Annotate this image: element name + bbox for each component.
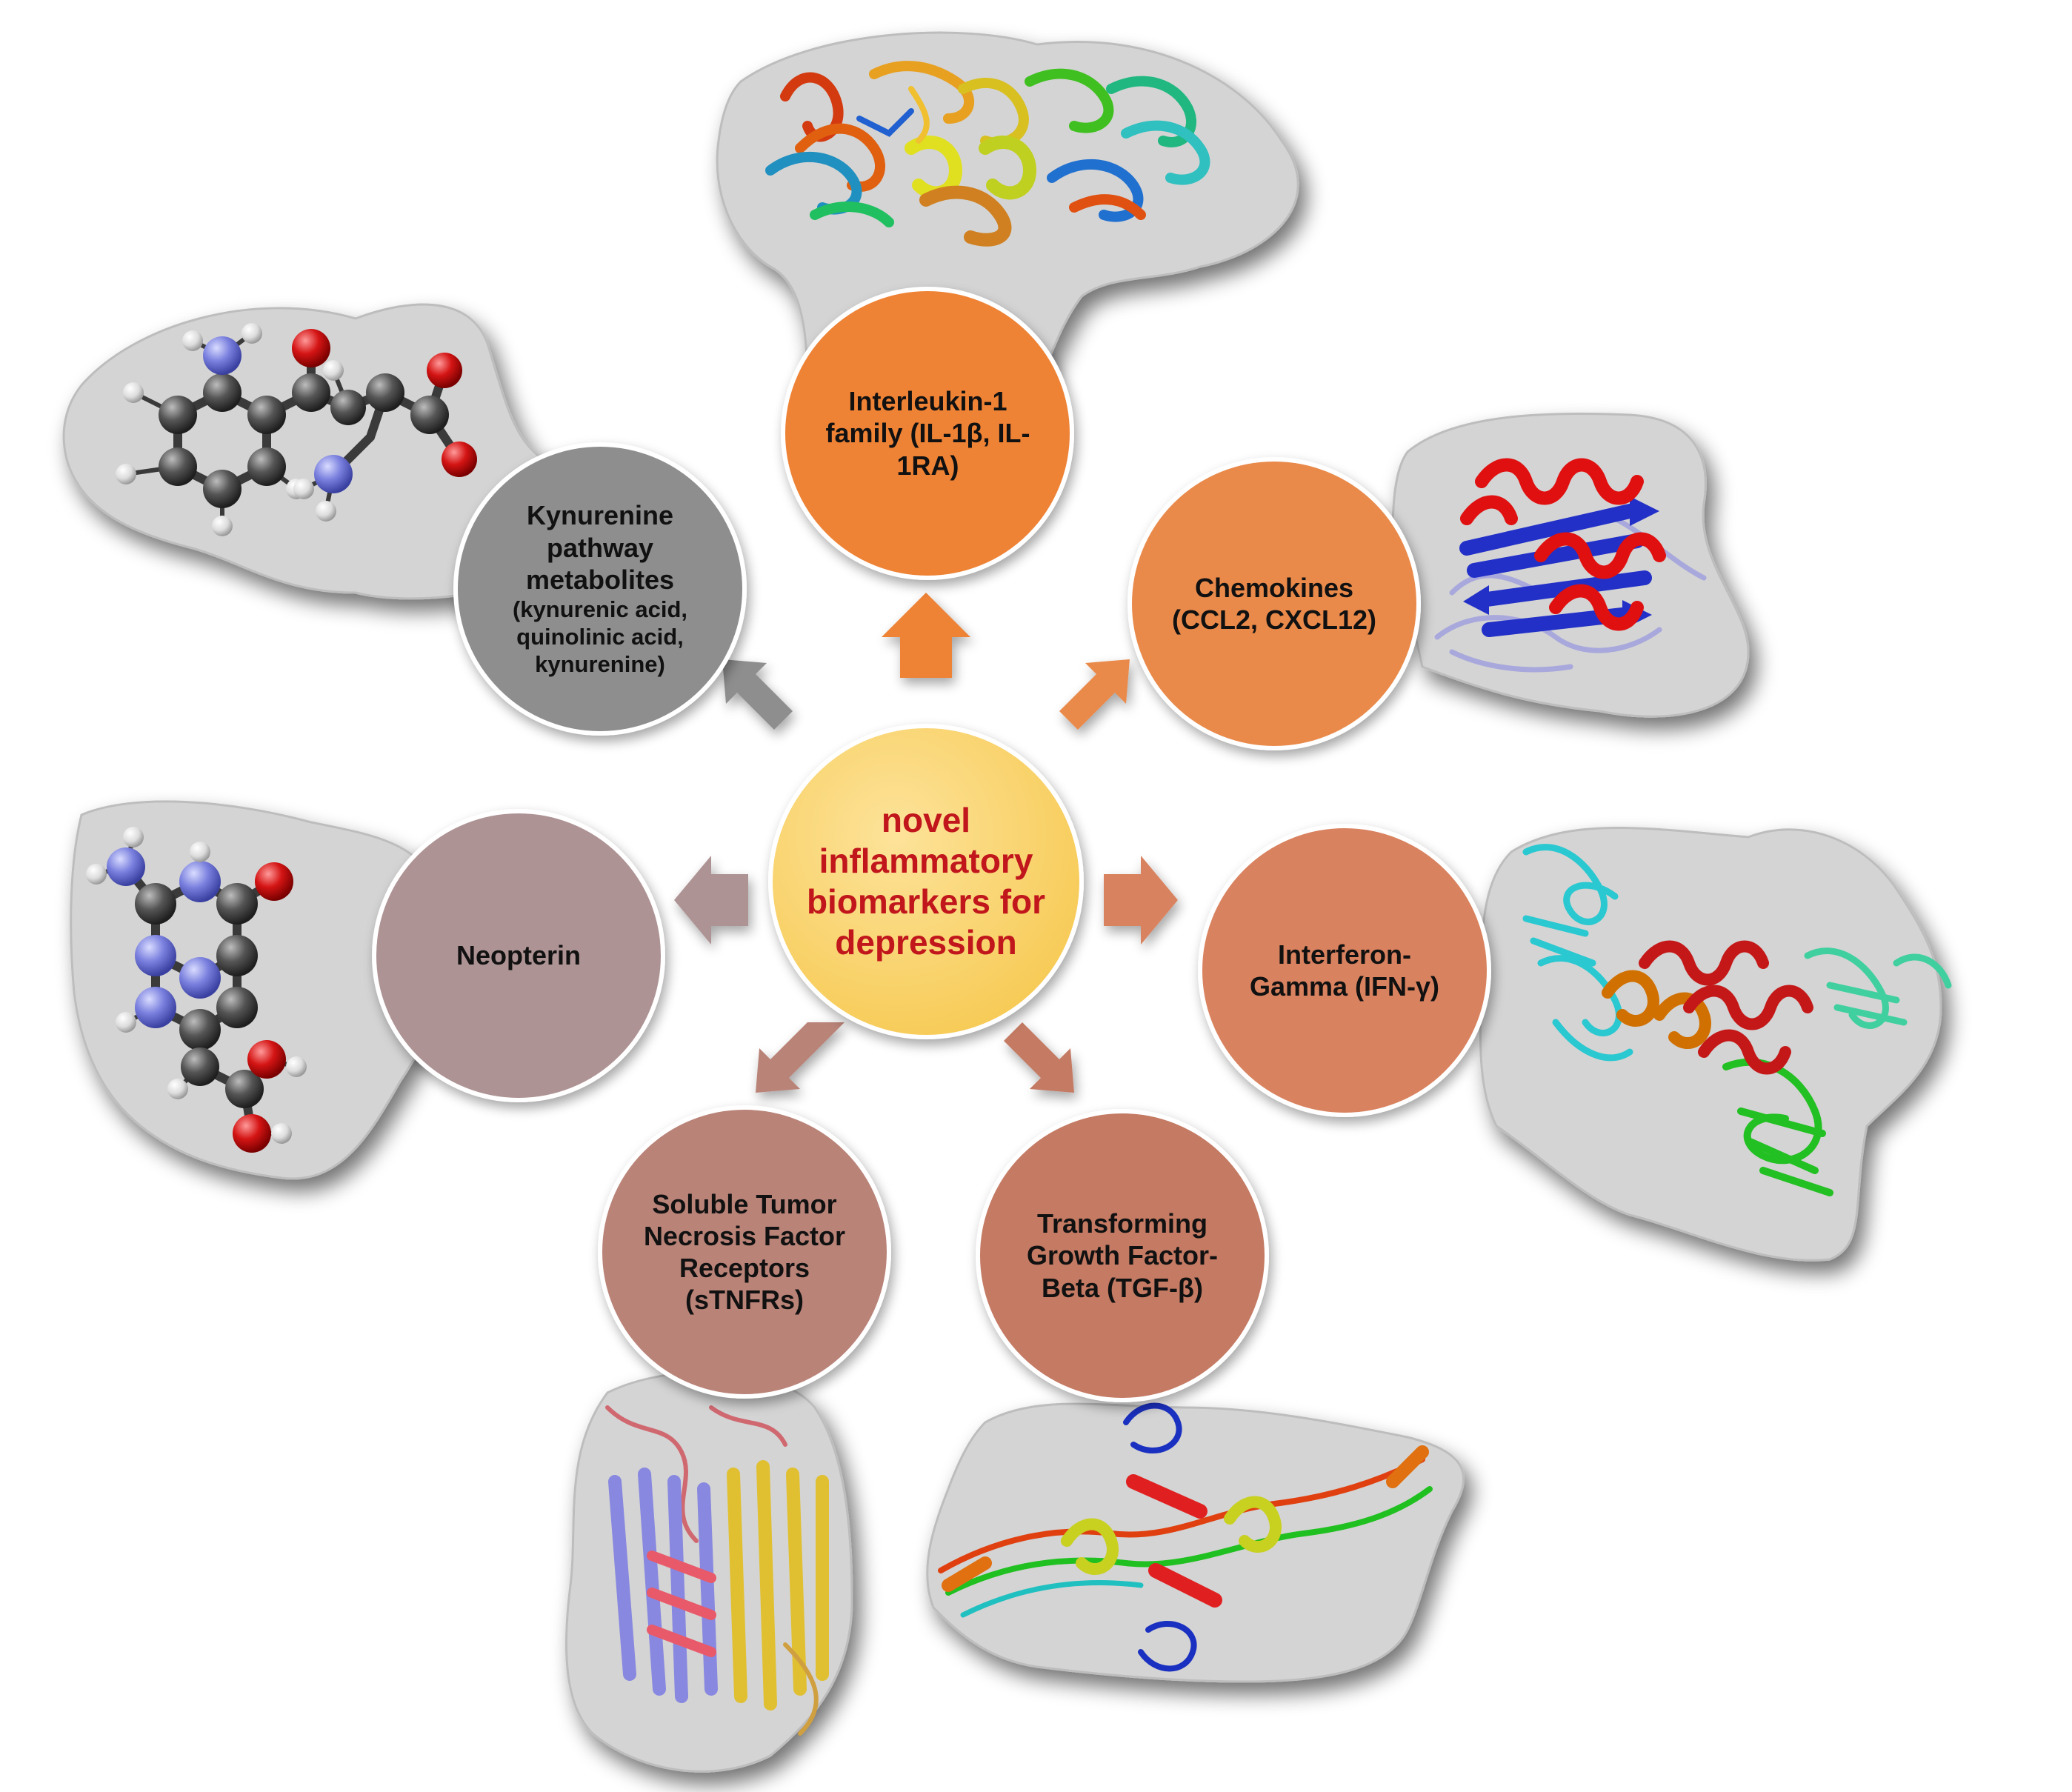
circle-interleukin: [781, 287, 1074, 580]
structure-blobs: [62, 31, 1942, 1773]
label-neopterin: Neopterin: [389, 833, 648, 1078]
blob-tgf: [926, 1402, 1465, 1683]
arrow-up: [882, 593, 970, 678]
stnfr-line-2: Necrosis Factor: [643, 1220, 846, 1251]
arrow-right: [1104, 856, 1178, 945]
blob-chemokines: [1391, 412, 1750, 718]
circles: [372, 287, 1491, 1402]
center-line-1: novel: [881, 800, 971, 839]
interferon-line-1: Interferon-: [1278, 939, 1411, 970]
kynurenine-line-2: pathway: [546, 532, 654, 563]
neopterin-line-1: Neopterin: [456, 940, 581, 971]
chemokines-line-2: (CCL2, CXCL12): [1171, 604, 1377, 635]
arrow-left: [674, 856, 748, 945]
tgf-line-3: Beta (TGF-β): [1042, 1272, 1203, 1303]
kynurenine-line-5: quinolinic acid,: [516, 624, 684, 650]
chemokines-line-1: Chemokines: [1194, 572, 1354, 603]
center-line-2: inflammatory: [819, 841, 1033, 880]
center-line-3: biomarkers for: [806, 882, 1046, 921]
interleukin-line-2: family (IL-1β, IL-: [825, 418, 1030, 449]
stnfr-line-1: Soluble Tumor: [652, 1188, 837, 1219]
circle-kynurenine: [453, 442, 747, 736]
circle-tgf: [976, 1109, 1269, 1402]
interferon-line-2: Gamma (IFN-γ): [1249, 971, 1440, 1002]
neopterin-molecule-structure: [86, 827, 307, 1153]
circle-neopterin: [372, 809, 665, 1102]
kynurenine-line-3: metabolites: [525, 564, 675, 595]
kynurenine-line-4: (kynurenic acid,: [512, 596, 688, 622]
label-stnfr: Soluble Tumor Necrosis Factor Receptors …: [615, 1130, 874, 1374]
interferon-protein-structure: [1522, 844, 1952, 1196]
interleukin-line-3: 1RA): [896, 450, 959, 481]
tgf-line-2: Growth Factor-: [1027, 1240, 1218, 1271]
chemokines-protein-structure: [1434, 458, 1707, 673]
label-kynurenine: Kynurenine pathway metabolites (kynureni…: [463, 459, 737, 719]
center-line-4: depression: [835, 923, 1017, 962]
tgf-protein-structure: [938, 1402, 1433, 1672]
circle-chemokines: [1127, 457, 1421, 750]
circle-interferon: [1198, 824, 1491, 1117]
kynurenine-line-1: Kynurenine: [526, 500, 674, 531]
arrow-upper-right: [1059, 659, 1130, 730]
label-interferon: Interferon- Gamma (IFN-γ): [1215, 848, 1474, 1093]
center-label: novel inflammatory biomarkers for depres…: [785, 741, 1067, 1022]
arrow-lower-left: [756, 1022, 845, 1093]
arrow-upper-left: [722, 659, 793, 730]
label-tgf: Transforming Growth Factor- Beta (TGF-β): [993, 1133, 1252, 1378]
stnfr-line-4: (sTNFRs): [685, 1285, 804, 1316]
circle-stnfr: [598, 1105, 891, 1399]
tgf-line-1: Transforming: [1036, 1208, 1208, 1239]
arrows: [674, 593, 1178, 1093]
stnfr-line-3: Receptors: [679, 1253, 810, 1283]
kynurenine-line-6: kynurenine): [535, 651, 665, 678]
interleukin-protein-structure: [765, 61, 1210, 247]
center-circle: [768, 724, 1084, 1039]
label-interleukin: Interleukin-1 family (IL-1β, IL- 1RA): [800, 311, 1056, 556]
stnfr-protein-structure: [605, 1405, 829, 1736]
kynurenine-molecule-structure: [116, 323, 477, 536]
interleukin-line-1: Interleukin-1: [848, 386, 1007, 417]
arrow-lower-right: [1004, 1022, 1074, 1093]
label-chemokines: Chemokines (CCL2, CXCL12): [1145, 482, 1404, 726]
